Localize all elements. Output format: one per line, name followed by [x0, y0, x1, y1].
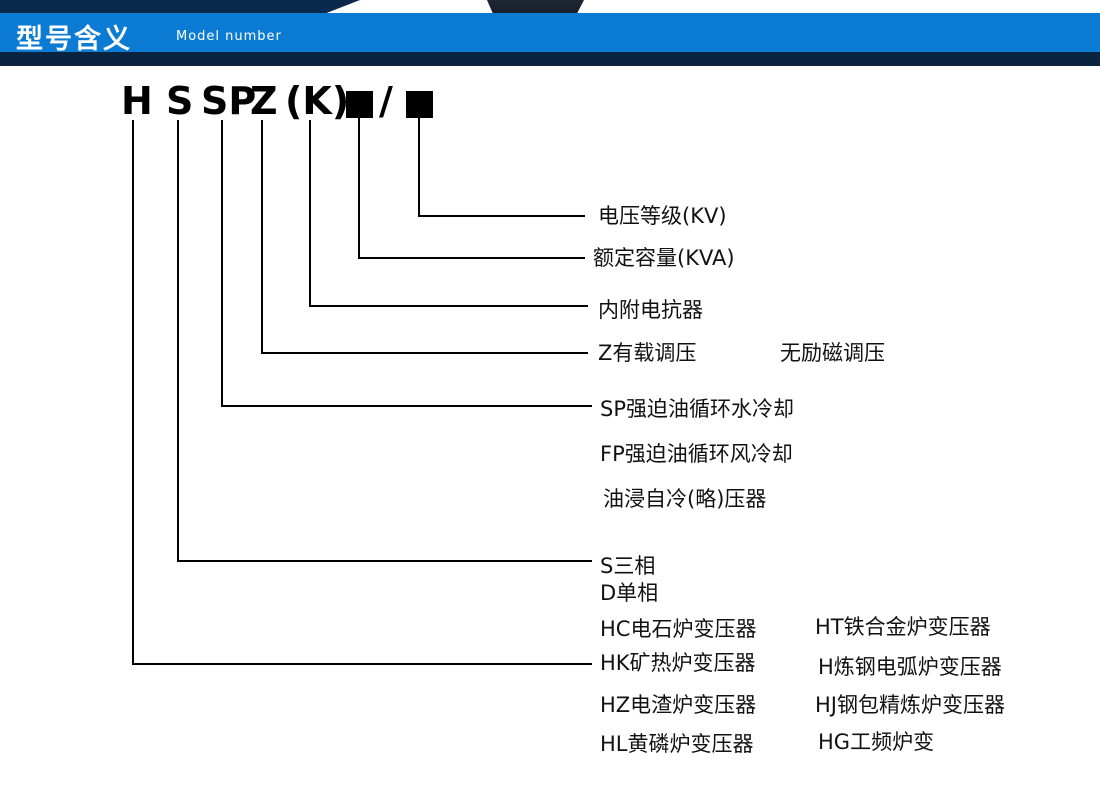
connector-capacity-vline	[358, 118, 360, 259]
connector-furnace-hline	[132, 663, 592, 665]
label-furnace-hk: HK矿热炉变压器	[600, 651, 756, 675]
model-square-capacity	[346, 91, 373, 118]
connector-regulation-vline	[261, 120, 263, 354]
model-char-regulation: Z	[250, 79, 278, 123]
connector-reactor-vline	[309, 120, 311, 307]
connector-phase-vline	[177, 120, 179, 562]
label-furnace-h: H炼钢电弧炉变压器	[818, 655, 1002, 679]
page-subtitle: Model number	[176, 29, 282, 44]
label-capacity: 额定容量(KVA)	[593, 246, 735, 270]
label-cooling-fp: FP强迫油循环风冷却	[600, 442, 793, 466]
connector-capacity-hline	[358, 257, 585, 259]
page-title: 型号含义	[16, 24, 132, 55]
label-furnace-hz: HZ电渣炉变压器	[600, 693, 757, 717]
label-reactor: 内附电抗器	[598, 298, 703, 322]
label-phase-s: S三相	[600, 554, 656, 578]
model-char-cooling: SP	[201, 79, 257, 123]
connector-cooling-vline	[221, 120, 223, 407]
header-band: 型号含义 Model number	[0, 13, 1100, 55]
label-regulation-none: 无励磁调压	[780, 341, 885, 365]
label-furnace-hc: HC电石炉变压器	[600, 617, 757, 641]
connector-cooling-hline	[221, 405, 592, 407]
header-top-wedge	[0, 0, 360, 14]
connector-phase-hline	[177, 560, 592, 562]
header-underline-strip	[0, 52, 1100, 66]
connector-regulation-hline	[261, 352, 588, 354]
label-furnace-ht: HT铁合金炉变压器	[815, 615, 991, 639]
label-furnace-hj: HJ钢包精炼炉变压器	[815, 693, 1005, 717]
label-furnace-hg: HG工频炉变	[818, 730, 935, 754]
connector-voltage-hline	[418, 215, 585, 217]
model-char-furnace: H	[121, 79, 153, 123]
label-furnace-hl: HL黄磷炉变压器	[600, 732, 754, 756]
label-cooling-oil: 油浸自冷(略)压器	[603, 487, 767, 511]
model-char-reactor: (K)	[285, 79, 350, 123]
model-char-phase: S	[166, 79, 194, 123]
connector-voltage-vline	[418, 118, 420, 217]
connector-reactor-hline	[309, 305, 588, 307]
label-cooling-sp: SP强迫油循环水冷却	[600, 397, 794, 421]
model-square-voltage	[406, 91, 433, 118]
model-char-slash: /	[379, 79, 393, 123]
label-regulation-z: Z有载调压	[598, 341, 697, 365]
label-phase-d: D单相	[600, 581, 659, 605]
label-voltage: 电压等级(KV)	[598, 204, 727, 228]
connector-furnace-vline	[132, 120, 134, 665]
